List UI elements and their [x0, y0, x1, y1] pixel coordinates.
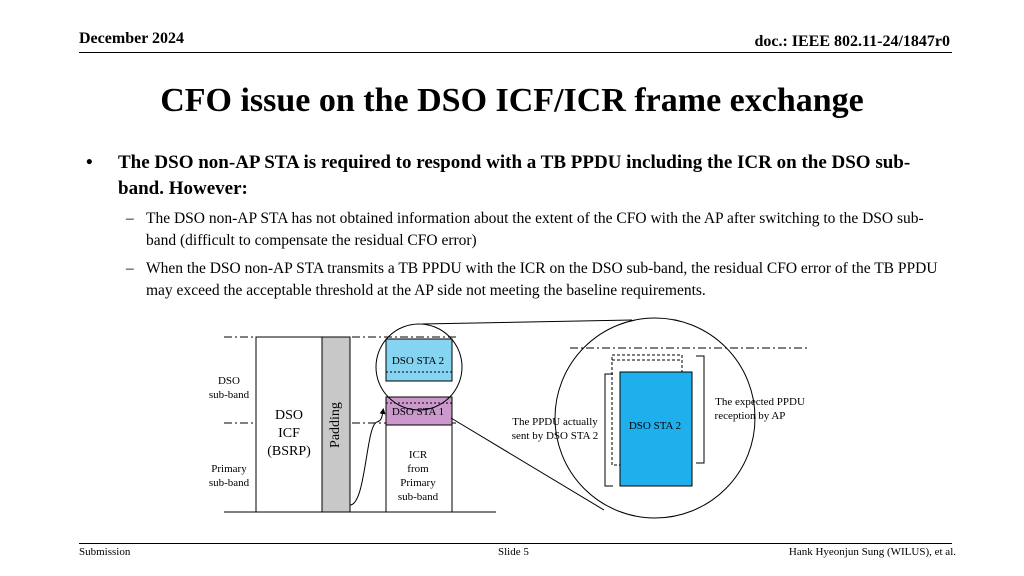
icf-box [255, 336, 323, 513]
zoom-connector-top [421, 319, 633, 325]
padding-box [321, 336, 351, 513]
dash-mark: – [126, 210, 134, 227]
footer-divider [79, 543, 952, 544]
dso-sta2-box [385, 338, 453, 382]
expected-ppdu-label: The expected PPDU [715, 396, 805, 408]
primary-subband-label: Primary [211, 463, 247, 475]
icf-label: (BSRP) [267, 444, 311, 459]
dso-sta1-label: DSO STA 1 [392, 406, 444, 418]
dash-mark: – [126, 260, 134, 277]
bullet-mark: • [86, 152, 93, 173]
bullet-main-text: The DSO non-AP STA is required to respon… [118, 152, 911, 199]
icf-label: ICF [278, 426, 300, 441]
zoom-connector-bottom [450, 417, 605, 511]
actual-ppdu-label: sent by DSO STA 2 [512, 430, 599, 442]
slide-body: • The DSO non-AP STA is required to resp… [86, 150, 946, 302]
footer-author: Hank Hyeonjun Sung (WILUS), et al. [788, 546, 956, 558]
slide-title: CFO issue on the DSO ICF/ICR frame excha… [160, 82, 864, 119]
icr-label: Primary [400, 477, 436, 489]
sub-bullet-2: – When the DSO non-AP STA transmits a TB… [86, 258, 946, 302]
transition-curve [349, 408, 386, 506]
sub-bullet-2-text: When the DSO non-AP STA transmits a TB P… [146, 260, 938, 299]
footer-submission: Submission [79, 546, 131, 558]
icr-label: ICR [409, 449, 428, 461]
dso-sta2-label: DSO STA 2 [392, 355, 444, 367]
primary-subband-label: sub-band [209, 477, 250, 489]
zoom-target-circle [554, 317, 756, 519]
expected-bracket [696, 355, 705, 464]
dso-subband-label: DSO [218, 375, 240, 387]
padding-label: Padding [328, 402, 343, 448]
footer-slide-number: Slide 5 [498, 546, 529, 558]
actual-ppdu-box [619, 371, 693, 487]
actual-ppdu-label: The PPDU actually [512, 416, 598, 428]
icr-box [385, 424, 453, 513]
icr-label: sub-band [398, 491, 439, 503]
icf-label: DSO [275, 408, 303, 423]
header-doc-id: doc.: IEEE 802.11-24/1847r0 [754, 33, 950, 50]
dso-subband-label: sub-band [209, 389, 250, 401]
actual-bracket [604, 373, 613, 487]
zoom-sta2-label: DSO STA 2 [629, 420, 681, 432]
header-date: December 2024 [79, 30, 184, 47]
expected-ppdu-label: reception by AP [715, 410, 786, 422]
header-divider [79, 52, 952, 53]
bullet-main: • The DSO non-AP STA is required to resp… [86, 150, 946, 202]
icr-label: from [407, 463, 429, 475]
zoom-source-circle [375, 323, 463, 411]
sub-bullet-1-text: The DSO non-AP STA has not obtained info… [146, 210, 924, 249]
sub-bullet-1: – The DSO non-AP STA has not obtained in… [86, 208, 946, 252]
